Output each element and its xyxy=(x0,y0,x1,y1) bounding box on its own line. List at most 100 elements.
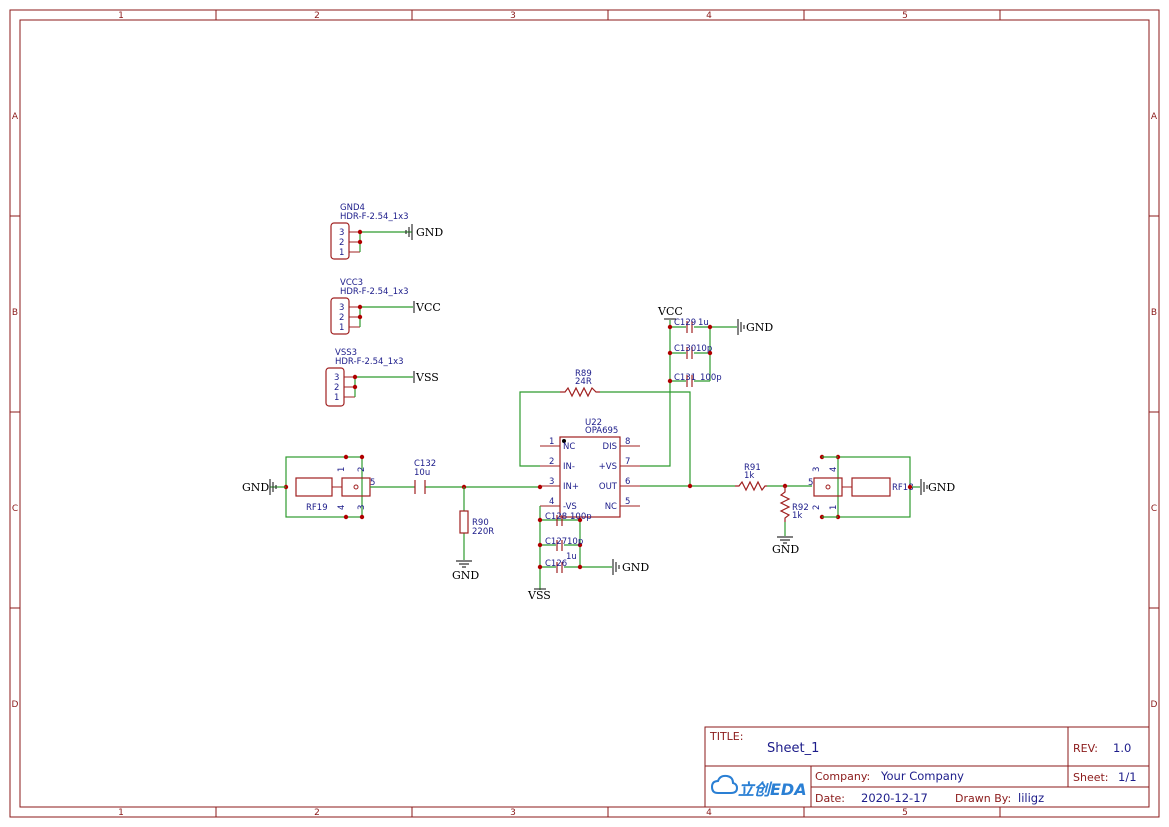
header-vss3-pin1: 1 xyxy=(334,393,339,403)
u22-pin5-num: 5 xyxy=(625,497,630,507)
u22-value: OPA695 xyxy=(585,426,618,436)
vss-decoupling[interactable]: C128 100p C127 10p C126 1u GND VSS xyxy=(527,506,649,602)
header-vss3-ref: VSS3 xyxy=(335,348,357,358)
rf18-pin1: 1 xyxy=(829,505,839,510)
vss-net-label: VSS xyxy=(527,589,551,602)
tb-company: Your Company xyxy=(880,769,964,783)
c130-ref: C130 xyxy=(674,344,696,354)
header-vss3-pin3: 3 xyxy=(334,373,339,383)
opamp-u22[interactable]: U22 OPA695 1 2 3 4 NC IN- IN+ -VS 8 7 6 … xyxy=(540,418,640,518)
rf18-gnd-label: GND xyxy=(928,481,955,494)
r91-value: 1k xyxy=(744,471,754,481)
tb-drawn: liligz xyxy=(1018,791,1044,805)
r89-value: 24R xyxy=(575,377,592,387)
c128-ref: C128 xyxy=(545,512,567,522)
c126-value: 1u xyxy=(566,552,577,562)
header-vcc3-pin1: 1 xyxy=(339,323,344,333)
c127-value: 10p xyxy=(567,537,583,547)
tb-date: 2020-12-17 xyxy=(861,791,928,805)
output-network[interactable]: R91 1k R92 1k GND xyxy=(640,463,812,556)
rf-connector-rf19[interactable]: 1 2 5 4 3 RF19 GND xyxy=(242,454,375,520)
header-gnd4-pin2: 2 xyxy=(339,238,344,248)
header-vss3-value: HDR-F-2.54_1x3 xyxy=(335,357,404,367)
gnd4-net-label: GND xyxy=(416,226,443,239)
tb-rev-key: REV: xyxy=(1073,742,1098,755)
header-vcc3-pin2: 2 xyxy=(339,313,344,323)
c131-ref: C131 xyxy=(674,373,696,383)
zone-row-d-right: D xyxy=(1151,700,1158,710)
c127-ref: C127 xyxy=(545,537,567,547)
u22-pin2-name: IN- xyxy=(563,462,575,472)
zone-col-5: 5 xyxy=(902,11,908,21)
resistor-r90[interactable]: R90 220R GND xyxy=(452,487,494,582)
header-gnd4[interactable]: GND4 HDR-F-2.54_1x3 3 2 1 GND xyxy=(330,203,443,260)
rf19-gnd-label: GND xyxy=(242,481,269,494)
c126-ref: C126 xyxy=(545,559,567,569)
tb-company-key: Company: xyxy=(815,770,870,783)
u22-ref: U22 xyxy=(585,418,602,428)
gnd-symbol xyxy=(269,479,277,495)
r91-ref: R91 xyxy=(744,463,761,473)
u22-pin6-name: OUT xyxy=(599,482,618,492)
zone-col-2: 2 xyxy=(314,11,320,21)
zone-col-3-bottom: 3 xyxy=(510,808,516,818)
c132-ref: C132 xyxy=(414,459,436,469)
u22-pin5-name: NC xyxy=(605,502,617,512)
tb-title-key: TITLE: xyxy=(709,730,743,743)
zone-row-c-right: C xyxy=(1151,504,1157,514)
c132-value: 10u xyxy=(414,468,430,478)
header-vcc3[interactable]: VCC3 HDR-F-2.54_1x3 3 2 1 VCC xyxy=(330,278,441,335)
zone-row-b: B xyxy=(12,308,18,318)
c130-value: 10p xyxy=(696,344,712,354)
rf18-pin2: 2 xyxy=(812,505,822,510)
header-vcc3-ref: VCC3 xyxy=(340,278,363,288)
u22-pin6-num: 6 xyxy=(625,477,630,487)
header-vss3-pin2: 2 xyxy=(334,383,339,393)
r90-ref: R90 xyxy=(472,518,489,528)
u22-pin1-name: NC xyxy=(563,442,575,452)
r90-gnd-label: GND xyxy=(452,569,479,582)
header-gnd4-ref: GND4 xyxy=(340,203,365,213)
tb-sheet: 1/1 xyxy=(1118,770,1137,784)
zone-col-5-bottom: 5 xyxy=(902,808,908,818)
u22-pin1-num: 1 xyxy=(549,437,554,447)
gnd-symbol xyxy=(737,319,745,335)
r92-value: 1k xyxy=(792,511,802,521)
rf18-pin5: 5 xyxy=(808,478,813,488)
vcc-decoupling[interactable]: C129 1u C130 10p C131 100p VCC GND xyxy=(640,305,773,467)
zone-col-4: 4 xyxy=(706,11,712,21)
rf19-pin1: 1 xyxy=(337,467,347,472)
u22-pin7-num: 7 xyxy=(625,457,630,467)
header-gnd4-pin1: 1 xyxy=(339,248,344,258)
u22-pin8-num: 8 xyxy=(625,437,630,447)
title-block: TITLE: Sheet_1 REV: 1.0 Company: Your Co… xyxy=(704,726,1150,808)
capacitor-c132[interactable]: C132 10u xyxy=(370,459,543,494)
u22-pin3-num: 3 xyxy=(549,477,554,487)
header-vcc3-pin3: 3 xyxy=(339,303,344,313)
u22-pin3-name: IN+ xyxy=(563,482,579,492)
zone-col-2-bottom: 2 xyxy=(314,808,320,818)
zone-col-1: 1 xyxy=(118,11,124,21)
header-vss3[interactable]: VSS3 HDR-F-2.54_1x3 3 2 1 VSS xyxy=(325,348,439,407)
tb-title: Sheet_1 xyxy=(767,741,819,756)
u22-pin7-name: +VS xyxy=(599,462,617,472)
zone-row-c: C xyxy=(12,504,18,514)
rf-connector-rf18[interactable]: 3 4 5 2 1 RF18 GND xyxy=(808,454,955,520)
resistor-r89[interactable]: R89 24R xyxy=(519,369,691,486)
header-vcc3-value: HDR-F-2.54_1x3 xyxy=(340,287,409,297)
r90-value: 220R xyxy=(472,527,494,537)
c128-value: 100p xyxy=(570,512,592,522)
r89-ref: R89 xyxy=(575,369,592,379)
u22-pin4-name: -VS xyxy=(563,502,577,512)
c131-value: 100p xyxy=(700,373,722,383)
rf19-pin4: 4 xyxy=(337,505,347,510)
lceda-logo-text: 立创EDA xyxy=(738,780,807,799)
u22-pin4-num: 4 xyxy=(549,497,554,507)
rf19-pin3: 3 xyxy=(357,505,367,510)
sheet-frame: 1 2 3 4 5 1 2 3 4 5 A B C D A B C D xyxy=(9,9,1160,818)
gnd-symbol xyxy=(612,559,620,575)
zone-row-d: D xyxy=(12,700,19,710)
c129-value: 1u xyxy=(698,318,709,328)
vcc3-net-label: VCC xyxy=(415,301,441,314)
